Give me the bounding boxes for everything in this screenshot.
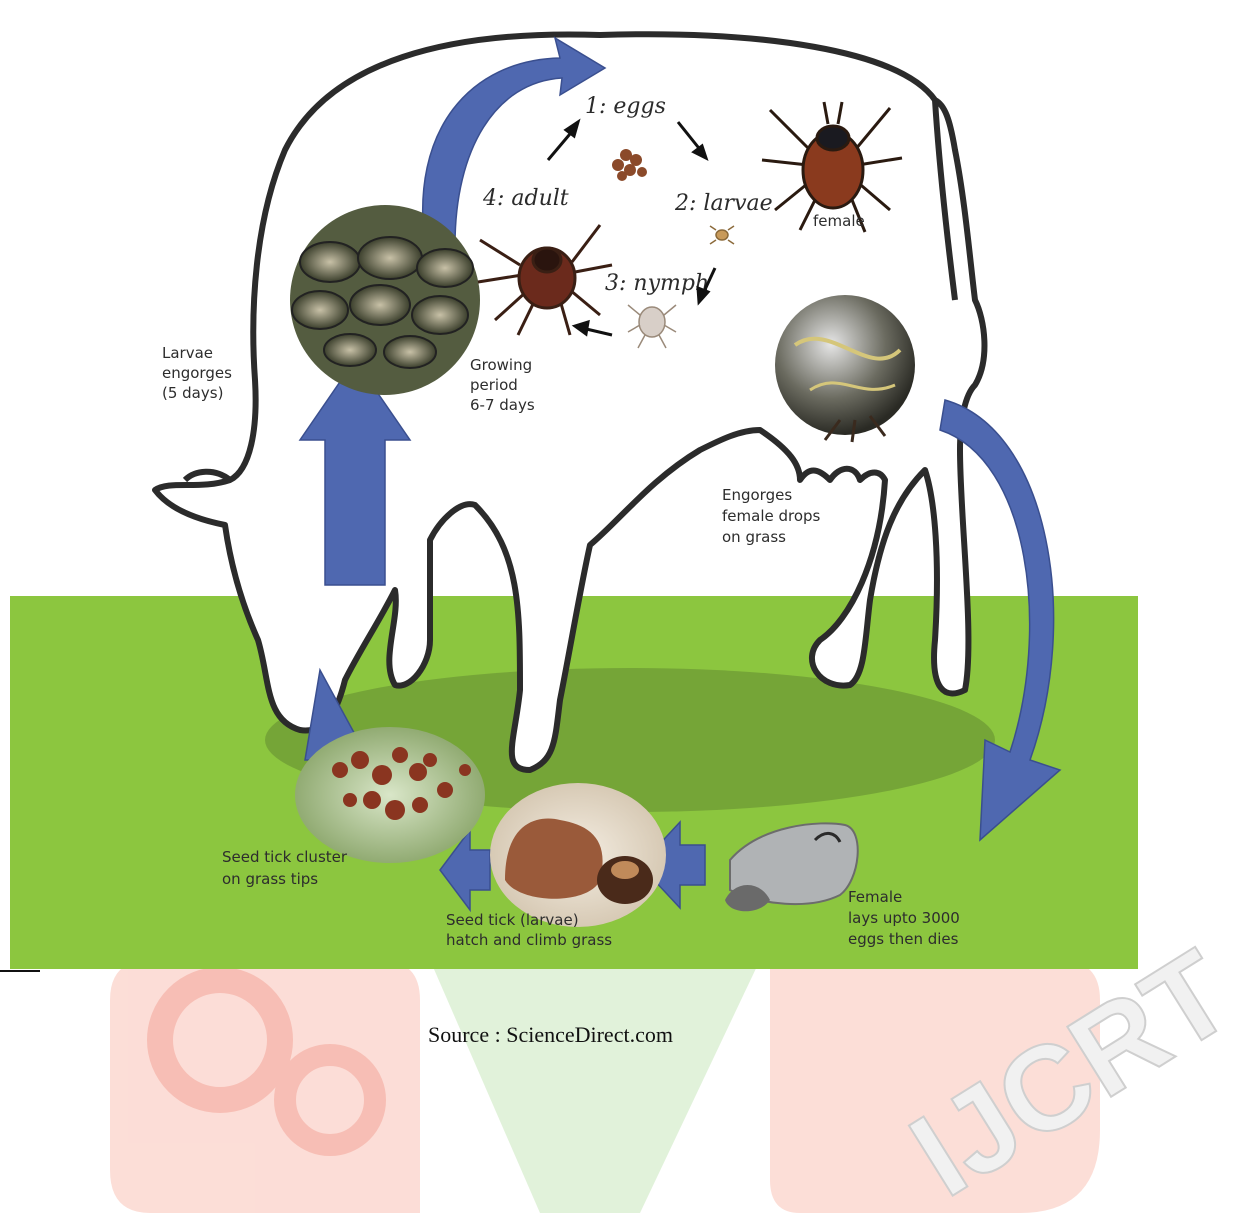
step-larvae: 2: larvae: [674, 191, 773, 216]
label-growing-line3: 6-7 days: [470, 396, 535, 414]
seed-cluster-photo: [295, 727, 485, 863]
step-adult: 4: adult: [482, 186, 569, 211]
label-female: female: [813, 212, 865, 230]
seed-hatch-photo: [490, 783, 666, 927]
step-nymph: 3: nymph: [605, 271, 709, 296]
eggs-photo: [290, 205, 480, 395]
step-eggs: 1: eggs: [585, 94, 666, 119]
label-growing-line2: period: [470, 376, 518, 394]
source-caption: Source : ScienceDirect.com: [428, 1022, 673, 1047]
label-larvae-engorges: Larvae engorges (5 days): [162, 344, 237, 402]
label-growing-line1: Growing: [470, 356, 532, 374]
label-engorged-drops: Engorges female drops on grass: [722, 486, 825, 546]
